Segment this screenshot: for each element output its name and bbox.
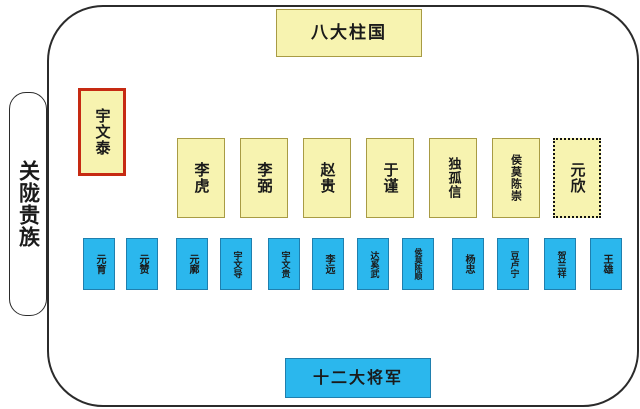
general-label: 元育 [94,254,105,274]
general-label: 达奚武 [368,250,379,278]
pillar-box[interactable]: 赵贵 [303,138,351,218]
primary-figure-label: 宇文泰 [93,108,112,156]
pillar-label: 赵贵 [318,162,337,194]
general-box[interactable]: 宇文导 [220,238,252,290]
general-label: 侯莫陈顺 [414,248,423,280]
clan-label-text: 关陇贵族 [16,160,41,248]
general-box[interactable]: 李远 [312,238,344,290]
general-box[interactable]: 贺兰祥 [544,238,576,290]
eight-pillars-root-box[interactable]: 八大柱国 [276,9,422,57]
eight-pillars-root-label: 八大柱国 [311,22,387,43]
general-label: 元廓 [187,254,198,274]
general-label: 豆卢宁 [508,250,519,278]
general-box[interactable]: 元育 [83,238,115,290]
clan-label-box: 关陇贵族 [9,92,47,316]
general-box[interactable]: 元赞 [126,238,158,290]
pillar-box[interactable]: 李弼 [240,138,288,218]
general-label: 杨忠 [463,254,474,274]
pillar-label: 侯莫陈崇 [509,154,523,202]
general-box[interactable]: 豆卢宁 [497,238,529,290]
pillar-box[interactable]: 元欣 [553,138,601,218]
general-label: 贺兰祥 [555,250,566,278]
general-label: 王雄 [601,254,612,274]
general-label: 宇文贵 [279,250,290,278]
pillar-box[interactable]: 独孤信 [429,138,477,218]
general-box[interactable]: 侯莫陈顺 [402,238,434,290]
general-box[interactable]: 王雄 [590,238,622,290]
twelve-generals-root-label: 十二大将军 [312,368,403,387]
general-label: 元赞 [137,254,148,274]
primary-figure-box[interactable]: 宇文泰 [78,88,126,176]
pillar-box[interactable]: 侯莫陈崇 [492,138,540,218]
pillar-box[interactable]: 李虎 [177,138,225,218]
general-box[interactable]: 宇文贵 [268,238,300,290]
twelve-generals-root-box[interactable]: 十二大将军 [285,358,431,398]
pillar-label: 李虎 [192,162,211,194]
general-label: 宇文导 [231,250,242,278]
pillar-label: 李弼 [255,162,274,194]
pillar-label: 独孤信 [445,157,461,199]
general-box[interactable]: 达奚武 [357,238,389,290]
general-box[interactable]: 杨忠 [452,238,484,290]
pillar-box[interactable]: 于谨 [366,138,414,218]
general-label: 李远 [323,254,334,274]
pillar-label: 元欣 [568,162,587,194]
pillar-label: 于谨 [381,162,400,194]
general-box[interactable]: 元廓 [176,238,208,290]
